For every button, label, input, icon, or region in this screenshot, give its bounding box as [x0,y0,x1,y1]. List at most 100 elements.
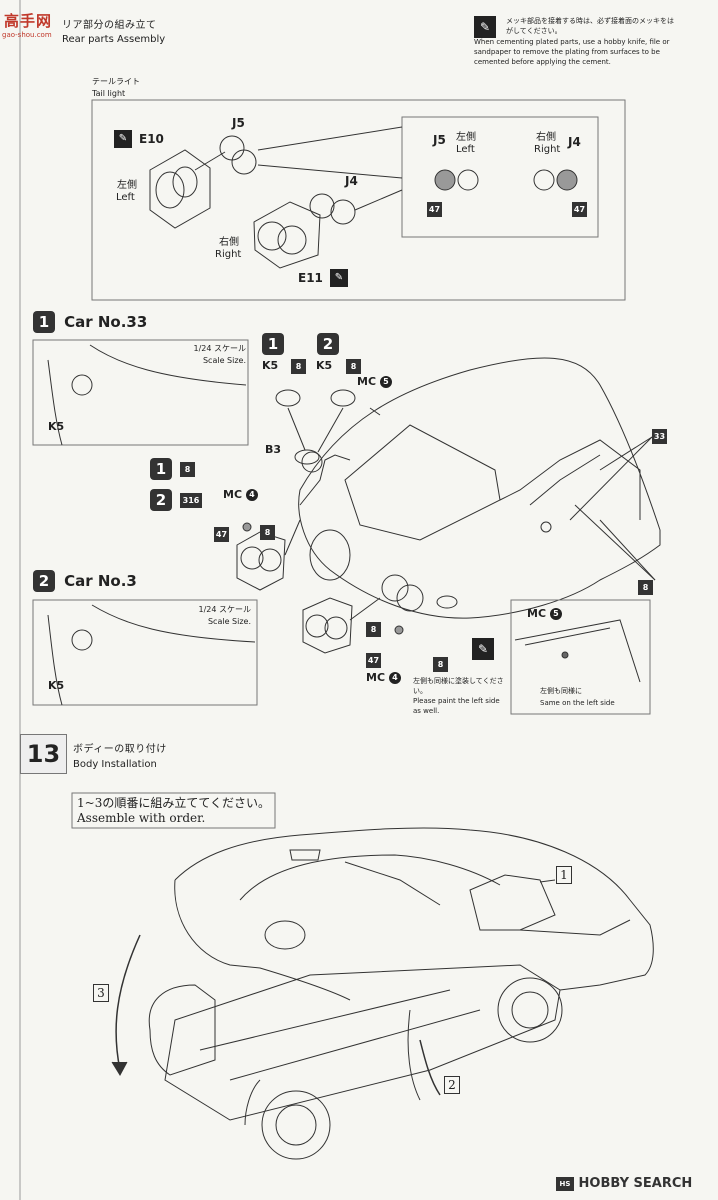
callout-mc5-num: 5 [379,376,392,388]
watermark: HS HOBBY SEARCH [556,1176,692,1191]
callout-car1-badge: 1 [262,333,284,355]
tail-light-title-en: Tail light [92,89,126,98]
watermark-mark: HS [556,1176,574,1191]
file-icon-e10: ✎ [114,130,132,148]
label-left-en: Left [116,192,135,203]
detail-right-en: Right [534,144,561,155]
plating-note-en: When cementing plated parts, use a hobby… [474,38,670,66]
callout-paint-8-a: 8 [291,359,306,374]
callout-mc4b-num: 4 [388,672,401,684]
callout-mc4: MC 4 [223,488,258,501]
detail-left-note-jp: 左側も同様に [540,687,582,695]
label-left-jp: 左側 [117,180,137,191]
callout-paint-8-f: 8 [638,580,653,595]
step12-title-en: Rear parts Assembly [62,34,166,45]
car33-scale: 1/24 スケール Scale Size. [170,343,246,367]
tail-light-right-drawing [253,193,356,269]
callout-paint-8-d: 8 [366,622,381,637]
car3-heading: 2 Car No.3 [33,570,137,592]
callout-car2-paint-badge: 2 [150,489,172,511]
detail-j4: J4 [568,135,581,149]
label-right-en: Right [215,249,242,260]
order-label-3: 3 [93,984,109,1002]
callout-b3: B3 [265,443,282,456]
car3-label: Car No.3 [64,572,137,590]
callout-mc4b: MC 4 [366,671,401,684]
label-e11: E11 [298,271,323,285]
car33-part-k5: K5 [48,420,65,433]
callout-paint-8-e: 8 [433,657,448,672]
file-icon-e11: ✎ [330,269,348,287]
site-logo: 高手网 [4,10,52,31]
order-label-1: 1 [556,866,572,884]
label-j5: J5 [232,116,245,130]
car3-scale: 1/24 スケール Scale Size. [175,604,251,628]
order-note-jp: 1~3の順番に組み立ててください。 [77,796,270,810]
logo-text: 高手网 [4,12,53,30]
car-rear-drawing [298,357,661,619]
callout-car2-badge: 2 [317,333,339,355]
plating-note: ✎ メッキ部品を接着する時は、必ず接着面のメッキをはがしてください。 When … [474,16,674,67]
label-e10: E10 [139,132,164,146]
order-note: 1~3の順番に組み立ててください。 Assemble with order. [77,796,270,826]
car33-heading: 1 Car No.33 [33,311,147,333]
label-j4: J4 [345,174,358,188]
callout-mc4-num: 4 [245,489,258,501]
callout-paint-8-b: 8 [346,359,361,374]
callout-car1-paint-badge: 1 [150,458,172,480]
callout-car2-paint: 316 [180,493,202,508]
left-same-jp: 左側も同様に塗装してください。 [413,677,504,695]
paint-chip-47-b: 47 [572,202,587,217]
car33-number-badge: 1 [33,311,55,333]
detail-left-note-en: Same on the left side [540,699,615,707]
step12-title-jp: リア部分の組み立て [62,20,157,31]
logo-subtitle: gao-shou.com [2,31,52,39]
callout-k5-a: K5 [262,359,279,372]
callout-mc5-detail-num: 5 [549,608,562,620]
tail-light-title: テールライト Tail light [92,76,140,100]
brush-icon: ✎ [472,638,494,660]
detail-left-note: 左側も同様に Same on the left side [540,685,615,709]
body-installation-drawing [148,827,654,1160]
step13-title-jp: ボディーの取り付け [73,744,167,755]
callout-paint-47-b: 47 [366,653,381,668]
callout-paint-33: 33 [652,429,667,444]
car3-part-k5: K5 [48,679,65,692]
callout-mc4b-label: MC [366,671,386,684]
order-note-en: Assemble with order. [77,811,206,825]
step13-number: 13 [26,740,61,768]
left-same-note: 左側も同様に塗装してください。 Please paint the left si… [413,676,508,716]
detail-left-jp: 左側 [456,132,476,143]
label-right-jp: 右側 [219,237,239,248]
callout-mc5: MC 5 [357,375,392,388]
callout-mc5-label: MC [357,375,377,388]
paint-chip-47-a: 47 [427,202,442,217]
watermark-text: HOBBY SEARCH [578,1176,693,1191]
step13-heading: ボディーの取り付け Body Installation [73,740,167,770]
car3-scale-jp: 1/24 スケール [198,605,251,614]
order-label-2: 2 [444,1076,460,1094]
callout-mc5-detail-label: MC [527,607,547,620]
callout-paint-8-c: 8 [260,525,275,540]
callout-paint-47-a: 47 [214,527,229,542]
callout-mc5-detail: MC 5 [527,607,562,620]
car33-scale-en: Scale Size. [202,356,246,365]
tail-light-left-drawing [149,135,257,229]
callout-k5-b: K5 [316,359,333,372]
car33-scale-jp: 1/24 スケール [193,344,246,353]
car33-label: Car No.33 [64,313,148,331]
car3-scale-en: Scale Size. [207,617,251,626]
left-same-en: Please paint the left side as well. [413,697,500,715]
tail-light-title-jp: テールライト [92,77,140,86]
file-icon: ✎ [474,16,496,38]
step12-heading: リア部分の組み立て Rear parts Assembly [62,16,165,45]
detail-left-en: Left [456,144,475,155]
step13-number-box: 13 [20,734,67,774]
callout-mc4-label: MC [223,488,243,501]
step13-title-en: Body Installation [73,759,157,770]
plating-note-jp: メッキ部品を接着する時は、必ず接着面のメッキをはがしてください。 [506,17,674,35]
detail-right-jp: 右側 [536,132,556,143]
car3-number-badge: 2 [33,570,55,592]
callout-car1-paint: 8 [180,462,195,477]
